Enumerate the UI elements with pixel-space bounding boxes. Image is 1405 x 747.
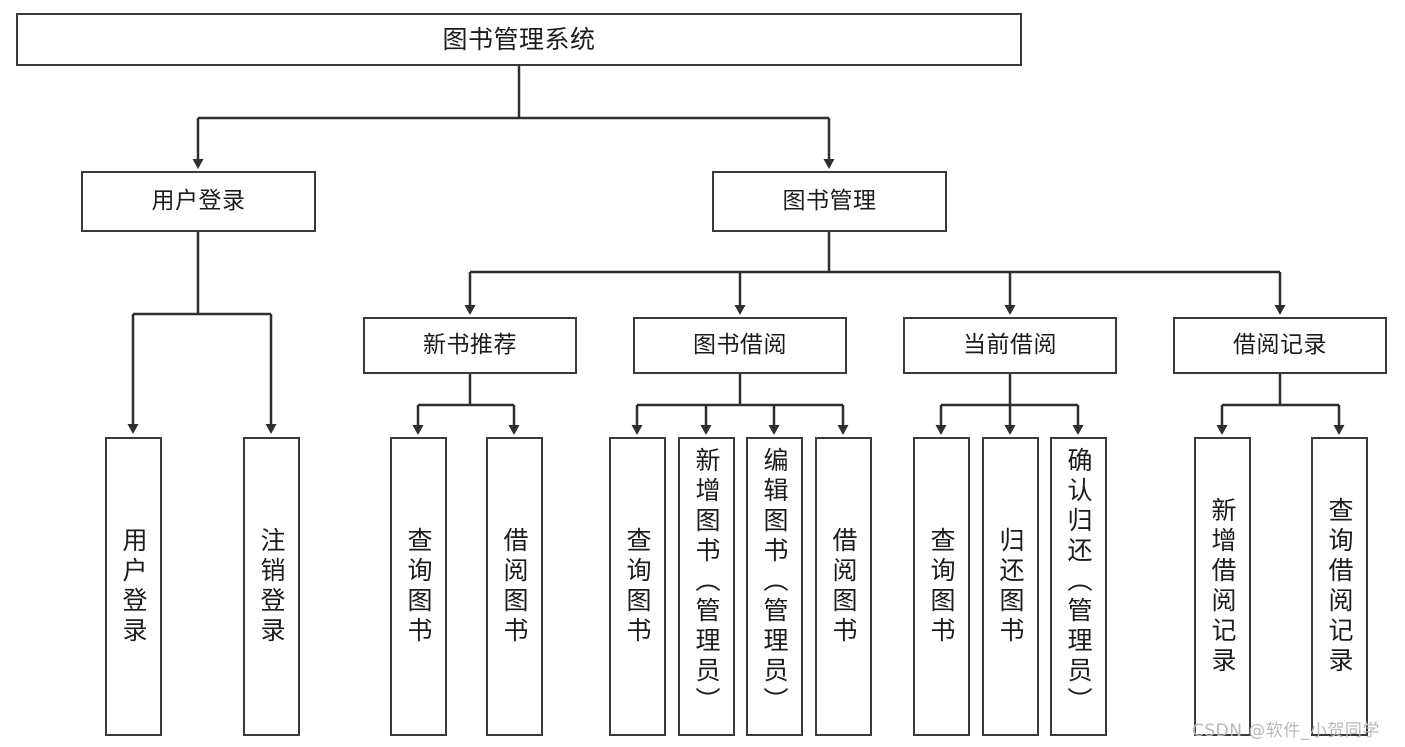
leaf-confirm-return-admin[interactable]: 确认归还（管理员） xyxy=(1050,437,1107,736)
leaf-user-login[interactable]: 用户登录 xyxy=(105,437,162,736)
node-label: 新增图书（管理员） xyxy=(692,447,721,717)
node-book-borrow[interactable]: 图书借阅 xyxy=(633,317,847,374)
leaf-query-book-borrow[interactable]: 查询图书 xyxy=(609,437,666,736)
node-label: 查询图书 xyxy=(623,526,652,647)
node-label: 借阅记录 xyxy=(1233,332,1327,359)
watermark-csdn: CSDN @软件_小贺同学 xyxy=(1192,721,1380,741)
node-label: 归还图书 xyxy=(996,526,1025,647)
node-book-management[interactable]: 图书管理 xyxy=(712,171,947,232)
node-current-borrow[interactable]: 当前借阅 xyxy=(903,317,1117,374)
node-user-login[interactable]: 用户登录 xyxy=(81,171,316,232)
node-label: 图书借阅 xyxy=(693,332,787,359)
leaf-query-book-recommend[interactable]: 查询图书 xyxy=(390,437,447,736)
leaf-borrow-book-recommend[interactable]: 借阅图书 xyxy=(486,437,543,736)
node-label: 用户登录 xyxy=(151,188,246,215)
node-label: 图书管理系统 xyxy=(442,25,596,54)
leaf-edit-book-admin[interactable]: 编辑图书（管理员） xyxy=(746,437,803,736)
node-borrow-record[interactable]: 借阅记录 xyxy=(1173,317,1387,374)
node-label: 新书推荐 xyxy=(423,332,517,359)
node-label: 查询图书 xyxy=(404,526,433,647)
node-label: 确认归还（管理员） xyxy=(1064,447,1093,717)
node-label: 注销登录 xyxy=(257,526,286,647)
leaf-user-logout[interactable]: 注销登录 xyxy=(243,437,300,736)
node-label: 查询借阅记录 xyxy=(1325,496,1354,677)
node-label: 图书管理 xyxy=(782,188,877,215)
leaf-query-book-current[interactable]: 查询图书 xyxy=(913,437,970,736)
node-new-book-recommend[interactable]: 新书推荐 xyxy=(363,317,577,374)
node-label: 当前借阅 xyxy=(963,332,1057,359)
node-label: 新增借阅记录 xyxy=(1208,496,1237,677)
node-label: 借阅图书 xyxy=(829,526,858,647)
node-label: 编辑图书（管理员） xyxy=(760,447,789,717)
leaf-borrow-book[interactable]: 借阅图书 xyxy=(815,437,872,736)
leaf-query-borrow-record[interactable]: 查询借阅记录 xyxy=(1311,437,1368,736)
node-label: 查询图书 xyxy=(927,526,956,647)
node-label: 用户登录 xyxy=(119,526,148,647)
node-label: 借阅图书 xyxy=(500,526,529,647)
node-root-system[interactable]: 图书管理系统 xyxy=(16,13,1022,66)
leaf-add-borrow-record[interactable]: 新增借阅记录 xyxy=(1194,437,1251,736)
leaf-add-book-admin[interactable]: 新增图书（管理员） xyxy=(678,437,735,736)
leaf-return-book[interactable]: 归还图书 xyxy=(982,437,1039,736)
